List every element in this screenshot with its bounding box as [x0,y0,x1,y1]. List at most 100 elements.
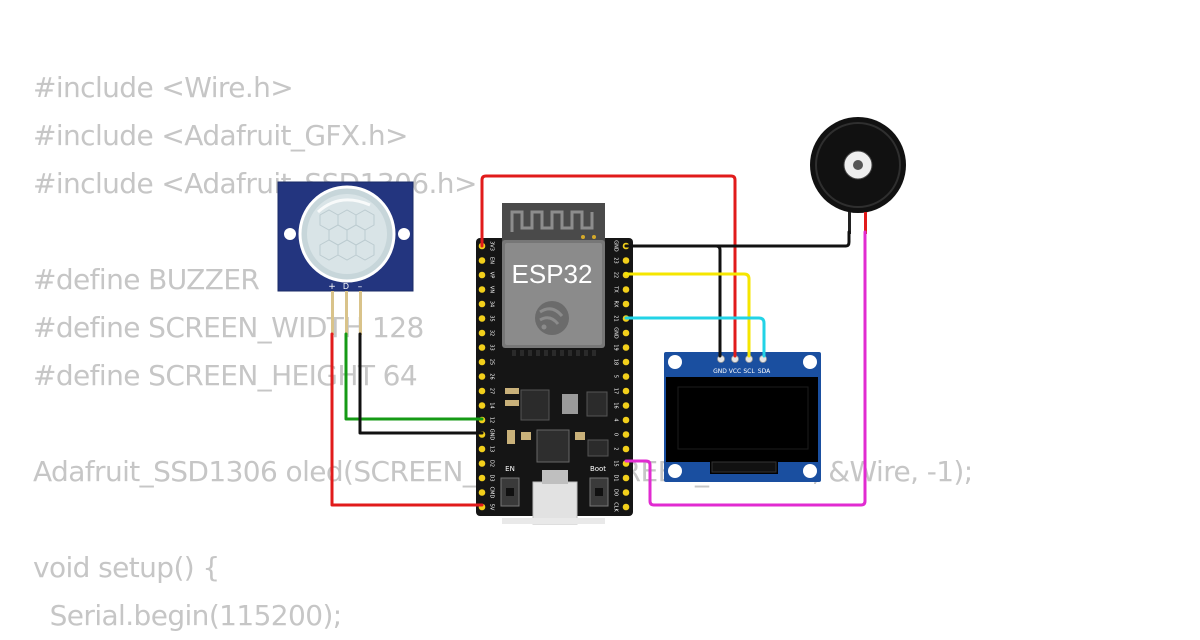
oled-display[interactable]: GND VCC SCL SDA [664,352,821,482]
esp32-pin-label: 32 [489,330,495,336]
wire-buzzer-signal[interactable] [624,230,867,507]
oled-pin-label-vcc: VCC [729,368,741,375]
pir-mount-hole-left [284,228,296,240]
wire-pir-vcc[interactable] [330,332,484,507]
esp32-pin-right[interactable] [622,373,630,380]
code-line: #define BUZZER [33,263,260,296]
wire-oled-ground[interactable] [624,244,722,358]
esp32-pin-left[interactable] [478,344,486,351]
buzzer-pin-positive[interactable] [864,212,867,234]
wire-pir-signal[interactable] [344,332,484,421]
esp32-pin-label: EN [489,257,495,264]
esp32-pin-left[interactable] [478,257,486,264]
esp32-pin-right[interactable] [622,387,630,395]
esp32-pin-left[interactable] [478,460,486,467]
pir-pin-label-plus: + [328,282,336,292]
esp32-pin-left[interactable] [478,445,486,453]
esp32-pin-label: 35 [489,315,495,321]
esp32-pin-left[interactable] [478,402,486,409]
esp32-pin-label: D0 [613,489,619,496]
esp32-pin-label: GND [613,240,619,252]
wire-pir-ground[interactable] [358,332,484,435]
esp32-pin-label: 26 [489,373,495,379]
esp32-pin-left[interactable] [478,489,486,496]
esp32-pin-label: 34 [489,301,495,307]
code-line: #define SCREEN_HEIGHT 64 [33,359,418,392]
pir-pin-vcc[interactable] [331,291,334,335]
esp32-pin-right[interactable] [622,489,630,496]
esp32-pin-label: 13 [489,446,495,452]
esp32-pin-right[interactable] [622,344,630,351]
esp32-pin-label: VP [489,272,495,278]
esp32-pin-label: TX [613,285,619,293]
esp32-pin-left[interactable] [478,358,486,366]
esp32-pin-label: D1 [613,474,619,481]
esp32-pin-right[interactable] [622,257,630,264]
esp32-pin-right[interactable] [622,445,630,453]
esp32-pin-right[interactable] [622,431,630,438]
esp32-pin-label: D3 [489,474,495,481]
oled-pin-label-gnd: GND [713,368,727,375]
esp32-pin-left[interactable] [478,271,486,279]
pir-pin-label-data: D [343,282,349,291]
esp32-pin-left[interactable] [478,315,486,322]
wire-oled-sda[interactable] [624,316,766,358]
esp32-pin-left[interactable] [478,329,486,337]
buzzer[interactable] [810,117,906,234]
wire-oled-scl[interactable] [624,272,751,358]
esp32-pin-label: 5 [613,375,619,378]
esp32-pin-label: 17 [613,388,619,394]
esp32-pin-label: CLK [613,502,619,512]
esp32-pin-left[interactable] [478,300,486,308]
esp32-pin-right[interactable] [622,329,630,337]
esp32-pin-label: 23 [613,257,619,263]
esp32-pin-label: 5V [489,504,495,511]
code-line: Serial.begin(115200); [33,599,343,632]
esp32-pin-label: 14 [489,402,495,408]
esp32-pin-right[interactable] [622,474,630,482]
oled-pin-label-scl: SCL [743,368,755,375]
esp32-pin-left[interactable] [478,474,486,482]
esp32-pin-label: 25 [489,359,495,365]
esp32-pin-right[interactable] [622,416,630,424]
esp32-pin-label: 12 [489,417,495,423]
pir-pin-label-minus: – [358,282,363,292]
esp32-pin-right[interactable] [622,300,630,308]
oled-mount-hole-tl [668,355,682,369]
en-button-label: EN [505,465,515,473]
code-line: void setup() { [33,551,220,584]
esp32-usb-chip [536,429,570,463]
wire-oled-vcc[interactable] [480,174,737,358]
esp32-pin-label: D2 [489,460,495,467]
code-line: #include <Wire.h> [33,71,294,104]
code-line: #define SCREEN_WIDTH 128 [33,311,424,344]
esp32-pin-right[interactable] [622,358,630,366]
buzzer-pin-negative[interactable] [848,212,851,234]
oled-mount-hole-tr [803,355,817,369]
esp32-pin-label: GND [613,327,619,339]
esp32-regulator [562,394,578,414]
esp32-pin-label: 22 [613,272,619,278]
oled-screen [666,377,818,462]
esp32-pin-label: 16 [613,402,619,408]
esp32-pin-label: 2 [613,447,619,450]
esp32-pin-label: 4 [613,418,619,421]
esp32-pin-left[interactable] [478,286,486,293]
pir-sensor[interactable]: + D – [277,181,414,335]
pir-pin-gnd[interactable] [359,291,362,335]
esp32-pin-label: VN [489,286,495,293]
esp32-board[interactable]: ESP32 EN Boot [476,203,633,525]
wire-buzzer-ground[interactable] [624,230,851,248]
micro-usb-port[interactable] [532,481,578,525]
esp32-pin-left[interactable] [478,387,486,395]
esp32-pin-right[interactable] [622,503,630,511]
pir-pin-out[interactable] [345,291,348,335]
code-background: #include <Wire.h>#include <Adafruit_GFX.… [33,64,973,640]
pir-mount-hole-right [398,228,410,240]
esp32-pin-label: CMD [489,487,495,499]
esp32-pin-right[interactable] [622,286,630,293]
esp32-pin-right[interactable] [622,402,630,409]
esp32-pin-left[interactable] [478,373,486,380]
